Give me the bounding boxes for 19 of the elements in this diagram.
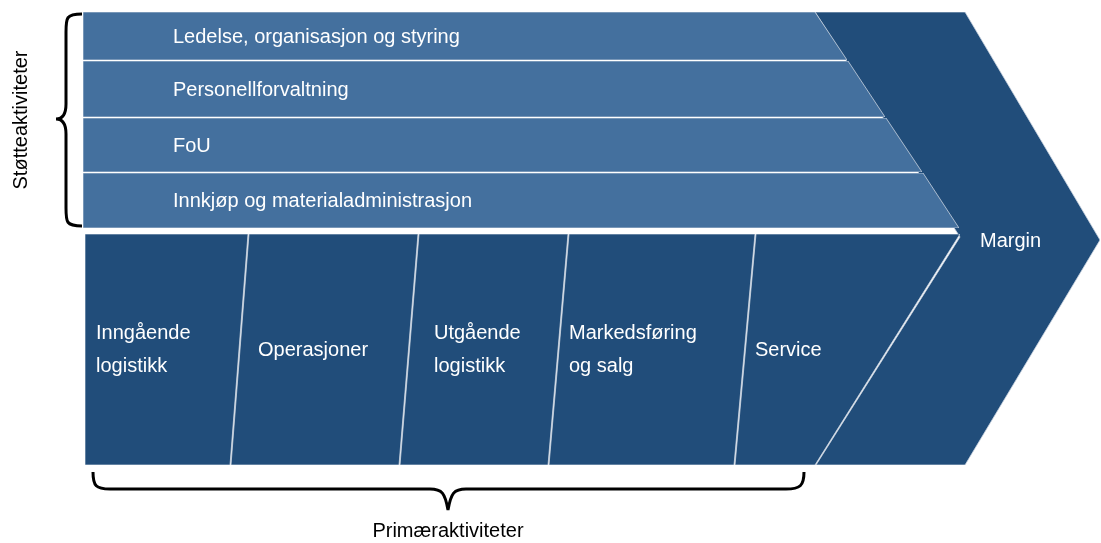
bracket-label: Primæraktiviteter	[372, 518, 524, 543]
support-activity-band	[83, 61, 885, 117]
activity-label: FoU	[173, 132, 211, 158]
activity-label: Utgående logistikk	[434, 320, 522, 378]
bracket-label: Støtteaktiviteter	[8, 50, 32, 190]
support-activity-band	[83, 173, 959, 228]
support-activity-band	[83, 12, 847, 60]
activity-label: Personellforvaltning	[173, 76, 349, 102]
primary-activity-segment	[400, 234, 568, 465]
activity-label: Operasjoner	[258, 336, 369, 362]
activity-label: Inngående logistikk	[96, 320, 192, 378]
primary-activity-segment	[85, 234, 248, 465]
activity-label: Margin	[980, 227, 1042, 253]
support-activity-band	[83, 118, 922, 172]
activity-label: Ledelse, organisasjon og styring	[173, 23, 460, 49]
activity-label: Markedsføring og salg	[569, 320, 698, 378]
primary-activity-segment	[735, 234, 960, 465]
activity-label: Service	[755, 336, 822, 362]
activity-label: Innkjøp og materialadministrasjon	[173, 187, 473, 213]
